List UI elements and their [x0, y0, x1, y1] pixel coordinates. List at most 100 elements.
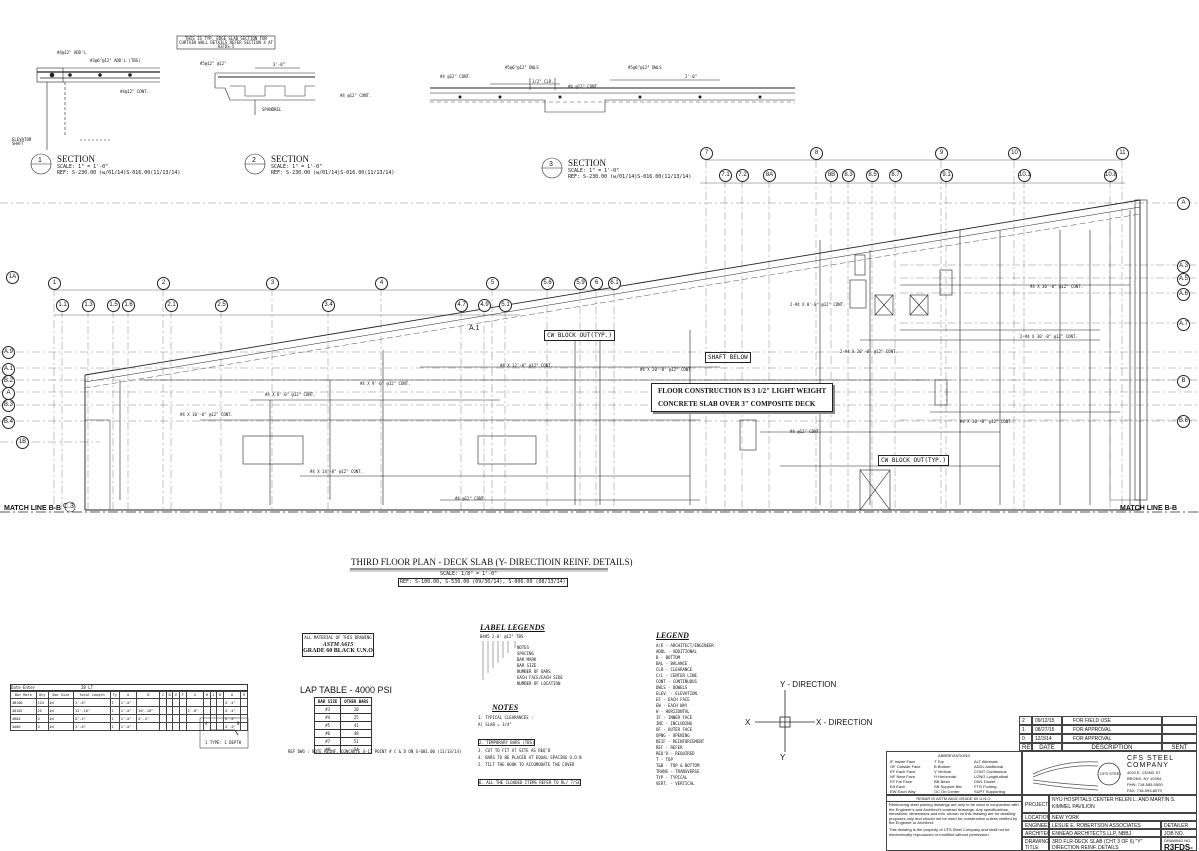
- section-2-ref: REF: S-230.00 (w/01/14)S-016.00(11/13/14…: [271, 170, 395, 176]
- drawing-no-cell: DRAWING NO. R3FDS-3: [1161, 837, 1197, 851]
- bar-table-cell: 4D102: [10, 706, 37, 715]
- engineer-value: LESLIE E. ROBERTSON ASSOCIATES: [1049, 821, 1161, 829]
- bar-table-cell: [216, 698, 224, 707]
- bar-table-header: J: [209, 691, 218, 699]
- abbreviation-item: SB Support Bar: [934, 784, 962, 789]
- legend-item: REF - REFER: [656, 745, 683, 750]
- bar-table-cell: [240, 714, 248, 723]
- notes-title: NOTES: [492, 703, 519, 712]
- grid-bubble-5: 5: [486, 277, 499, 290]
- bar-table-header: C: [159, 691, 167, 699]
- block-out-label-2: CW BLOCK OUT(TYP.): [878, 455, 950, 466]
- bar-list-header: Date Enter 28 LT: [10, 684, 248, 691]
- grid-label-a1: A.1: [469, 325, 480, 332]
- label-legends-title: LABEL LEGENDS: [480, 623, 545, 632]
- legend-item: REIF - REINFORCEMENT: [656, 739, 705, 744]
- bar-table-cell: 124: [35, 698, 49, 707]
- label-legend-item: BAR SIZE: [517, 663, 537, 668]
- note-item: 5. TILT THE HOOK TO ACCOMODATE THE COVER: [478, 762, 575, 767]
- bar-table-cell: [240, 698, 248, 707]
- company-fax: FAX: 718-993-8079: [1127, 788, 1162, 793]
- lap-table-header: BAR SIZE: [313, 697, 342, 706]
- bar-table-cell: 8'-4": [73, 714, 111, 723]
- legend-item: ELEV. - ELEVATION: [656, 691, 697, 696]
- notes-list: 1. TYPICAL CLEARANCES : A) SLAB = 3/4" 2…: [478, 715, 582, 788]
- bar-table-cell: 2'-0": [118, 722, 138, 731]
- grid-bubble-8-7: 8.7: [889, 169, 902, 182]
- legend-item: TRANS - TRANSVERSE: [656, 769, 700, 774]
- bar-table-header: R: [240, 691, 248, 699]
- bar-callout-12: 2-#4 X 20'-0" @12" CONT.: [840, 349, 898, 354]
- grid-bubble-1-5: 1.5: [107, 299, 120, 312]
- legend-item: OPNG - OPENING: [656, 733, 690, 738]
- bar-callout-1: #4 X 8'-0" @12" CONT.: [265, 392, 316, 397]
- section-2-number: 2: [252, 157, 256, 164]
- disclaimer-box: REBAR IS ASTM A615 GRADE 60 U.N.O. Reinf…: [886, 795, 1022, 851]
- revision-table: 2 09/12/15 FOR FIELD USE 1 08/27/15 FOR …: [1019, 716, 1197, 751]
- bar-table-cell: [203, 698, 211, 707]
- axis-y-positive: Y - DIRECTION: [780, 680, 837, 689]
- s2-spandrel: SPANDREL: [262, 107, 282, 112]
- grid-bubble-8-3: 8.3: [842, 169, 855, 182]
- bar-table-cell: [240, 722, 248, 731]
- grid-bubble-7-1: 7.1: [719, 169, 732, 182]
- rev-header: REV.: [1019, 743, 1032, 751]
- bar-table-cell: [179, 706, 187, 715]
- bend-caption: 1 TYPE: 1 DEPTH: [205, 740, 242, 745]
- bar-table-cell: [185, 698, 205, 707]
- bar-table-cell: [216, 722, 224, 731]
- bar-table-cell: [172, 722, 181, 731]
- company-logo-swoosh: [1032, 761, 1121, 791]
- section-3-ref: REF: S-230.00 (w/01/14)S-016.00(11/13/14…: [568, 174, 692, 180]
- bar-table-cell: 4: [35, 722, 49, 731]
- shaft-below-label: SHAFT BELOW: [705, 352, 751, 363]
- legend-item: DWLS - DOWELS: [656, 685, 688, 690]
- grid-bubble-6: 6: [590, 277, 603, 290]
- grid-bubble-a7-right: A.7: [1177, 318, 1190, 331]
- lap-table-cell: #5: [313, 721, 342, 730]
- grid-bubble-8-5: 8.5: [866, 169, 879, 182]
- bar-callout-10: #4 @12" CONT.: [790, 429, 822, 434]
- bar-table-cell: 4'-4": [222, 706, 242, 715]
- bar-table-cell: #4: [47, 698, 75, 707]
- bar-table-cell: [159, 714, 167, 723]
- rev-desc: FOR APPROVAL: [1062, 725, 1162, 734]
- legend-item: B - BOTTOM: [656, 655, 681, 660]
- label-legends-sample: B4#5 2-0' @12" TBS: [480, 634, 524, 639]
- grid-bubble-3: 3: [266, 277, 279, 290]
- section-1-number: 1: [38, 157, 42, 164]
- bar-table-cell: 4'-4": [222, 722, 242, 731]
- legend-item: H - HORIZONTAL: [656, 709, 690, 714]
- s1-add2-note: #3@6"@12" ADD'L (TBS): [90, 58, 141, 63]
- grid-bubble-9-1: 9.1: [940, 169, 953, 182]
- rev-sent: [1162, 725, 1197, 734]
- project-label: PROJECT: [1022, 795, 1049, 813]
- section-1-scale: SCALE: 1" = 1'-0": [57, 164, 109, 170]
- abbreviation-item: ALT Alternate: [974, 759, 998, 764]
- grid-bubble-1-3: 1.3: [82, 299, 95, 312]
- grid-bubble-b6-right: B.6: [1177, 415, 1190, 428]
- rev-date: 09/12/15: [1032, 716, 1062, 725]
- lap-table-cell: #6: [313, 729, 342, 738]
- plan-ref: REF: S-100.00, S-530.00 (09/30/14), S-00…: [398, 578, 568, 587]
- s1-add-note: #4@12" ADD'L: [57, 50, 86, 55]
- bar-table-cell: [136, 722, 161, 731]
- section-3-scale: SCALE: 1" = 1'-0": [568, 168, 620, 174]
- label-legend-item: BAR MARK: [517, 657, 537, 662]
- floor-construction-note: FLOOR CONSTRUCTION IS 3 1/2" LIGHT WEIGH…: [651, 383, 834, 412]
- abbreviation-item: EF Each Face: [890, 769, 916, 774]
- lap-table-cell: 41: [340, 721, 373, 730]
- bar-table-cell: 1: [109, 714, 120, 723]
- lap-table-cell: 48: [340, 729, 373, 738]
- bend-b: B: [237, 721, 240, 726]
- bar-table-cell: 2'-0": [73, 698, 111, 707]
- legend-title: LEGEND: [656, 631, 689, 640]
- bar-table-cell: 2'-0": [118, 698, 138, 707]
- bar-table-header: K: [216, 691, 224, 699]
- rev-number: 0: [1019, 734, 1032, 743]
- block-out-label-1: CW BLOCK OUT(TYP.): [544, 330, 616, 341]
- abbreviation-item: FTG Footing: [974, 784, 997, 789]
